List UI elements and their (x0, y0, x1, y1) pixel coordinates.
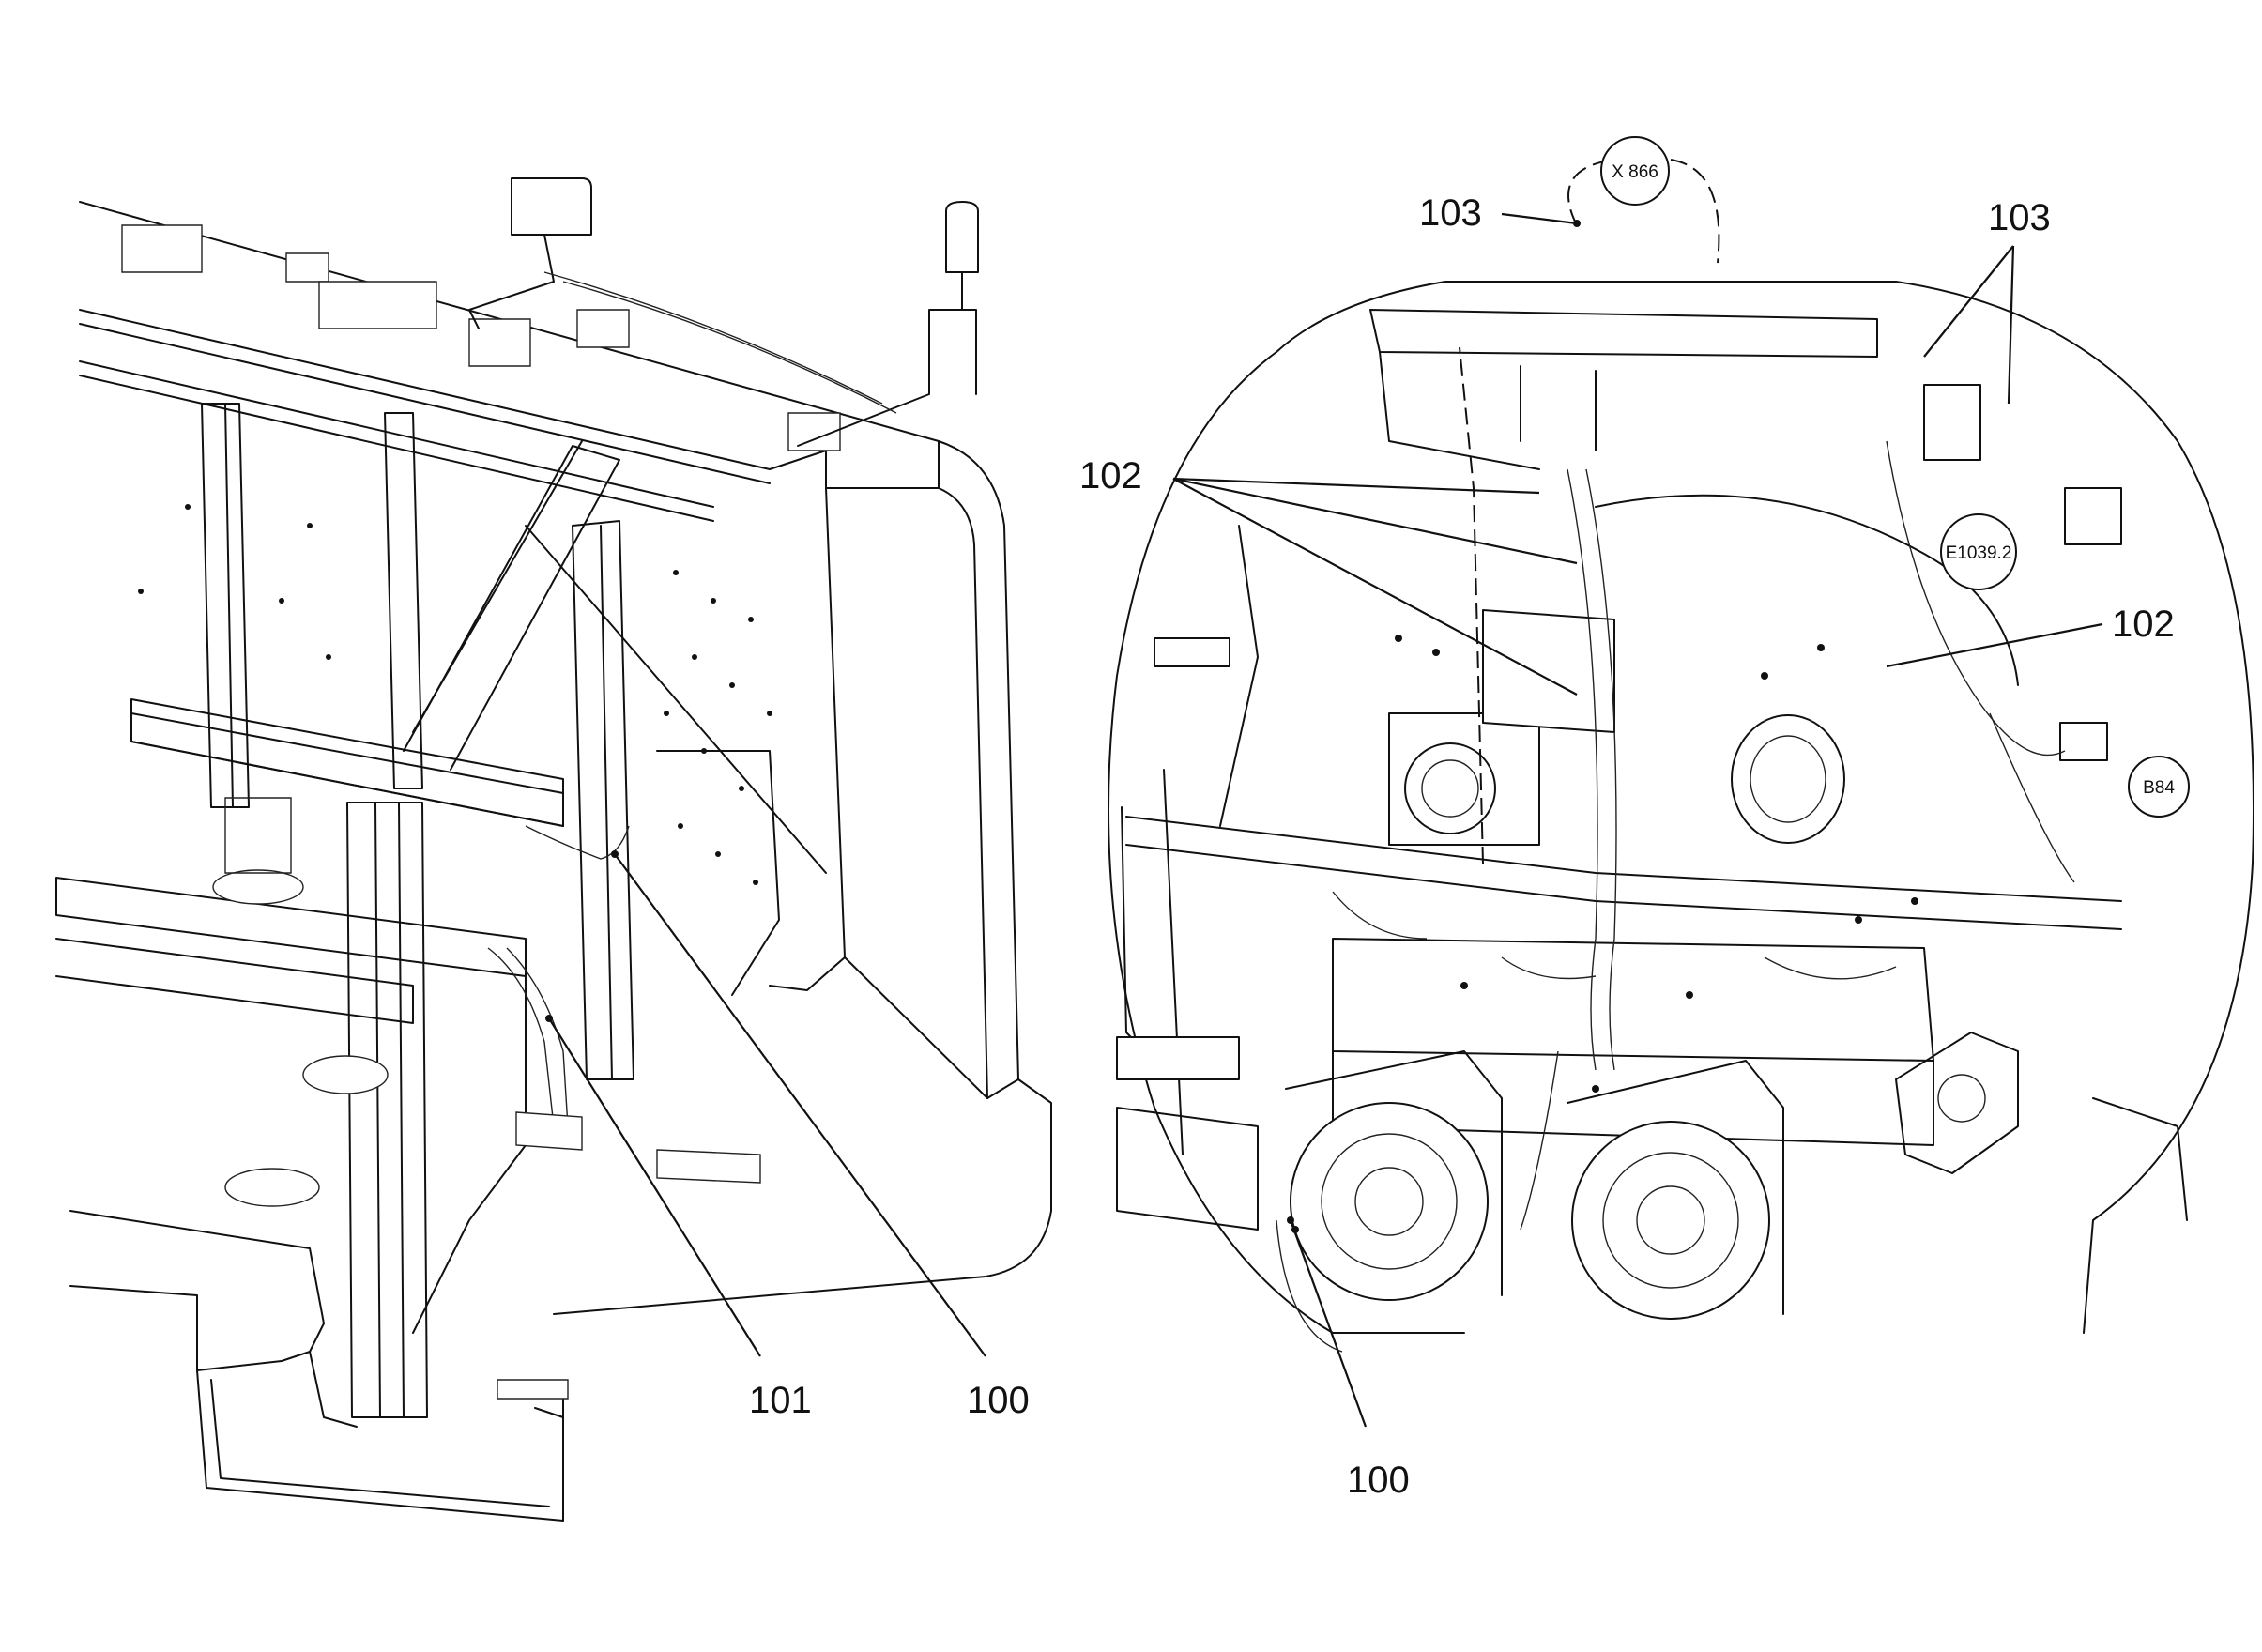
callout-103-left: 103 (1419, 192, 1482, 234)
callout-100-right: 100 (1347, 1460, 1410, 1501)
callout-100-left: 100 (967, 1380, 1030, 1421)
connector-x866-label: X 866 (1612, 162, 1658, 182)
callout-103-right: 103 (1988, 197, 2051, 238)
connector-x866: X 866 (1600, 136, 1670, 206)
connector-b84-label: B84 (2143, 778, 2175, 798)
connector-e1039: E1039.2 (1940, 513, 2017, 590)
right-leaders (1172, 212, 2103, 1428)
left-leaders (545, 850, 986, 1357)
right-pump-group (1108, 281, 2254, 1353)
left-frame-assembly (55, 177, 1052, 1522)
connector-b84: B84 (2128, 756, 2190, 818)
connector-e1039-label: E1039.2 (1946, 543, 2012, 563)
callout-102-mid: 102 (2112, 604, 2175, 645)
callout-101-left: 101 (749, 1380, 812, 1421)
callout-102-top: 102 (1079, 455, 1142, 497)
